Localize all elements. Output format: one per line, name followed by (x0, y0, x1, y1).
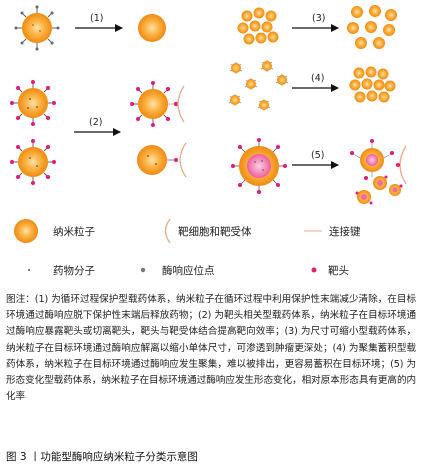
targeting-head-swatch (311, 267, 317, 273)
step-4-aggregation-system: (4) (228, 60, 396, 111)
legend-nanoparticle: 纳米粒子 (14, 219, 95, 243)
aggregated-particles (349, 66, 396, 103)
shape-changed-particles (350, 139, 407, 205)
particle-2a (10, 80, 56, 126)
legend-target-cell: 靶细胞和靶受体 (164, 218, 252, 244)
legend-targeting-head: 靶头 (311, 264, 349, 277)
step-3-label: (3) (312, 13, 325, 24)
legend-responsive-site-label: 酶响应位点 (162, 264, 215, 277)
step-4-label: (4) (311, 73, 324, 84)
figure-note: 图注：(1) 为循环过程保护型载药体系，纳米粒子在循环过程中利用保护性末端减少清… (6, 294, 416, 403)
scattered-spiky-particles (228, 60, 289, 111)
spherical-particle-5 (231, 138, 287, 194)
step-1-protective-system: (1) (14, 5, 166, 51)
legend-drug: 药物分子 (28, 264, 95, 277)
legend-linker: 连接键 (304, 225, 361, 238)
legend: 纳米粒子 靶细胞和靶受体 连接键 药物分子 酶响应位点 靶头 (14, 218, 361, 277)
step-5-label: (5) (311, 150, 324, 161)
enzyme-responsive-diagram: (1) (3) (10, 5, 407, 277)
cluster-particles (237, 7, 279, 45)
dispersed-particles (347, 5, 397, 49)
drug-swatch (28, 269, 30, 271)
figure-caption: 图 3 丨功能型酶响应纳米粒子分类示意图 (6, 451, 198, 463)
step-2-targeting-system: (2) (10, 80, 187, 185)
nanoparticle-swatch (14, 219, 38, 243)
responsive-site-swatch (140, 267, 146, 273)
step-3-size-shrinkable-system: (3) (237, 5, 397, 49)
legend-responsive-site: 酶响应位点 (140, 264, 215, 277)
legend-target-cell-label: 靶细胞和靶受体 (178, 225, 252, 238)
step-2-label: (2) (89, 117, 102, 128)
step-5-shape-changing-system: (5) (231, 138, 407, 205)
particle-2b-result (137, 142, 187, 178)
legend-targeting-head-label: 靶头 (328, 264, 349, 277)
legend-nanoparticle-label: 纳米粒子 (53, 225, 95, 238)
particle-2b (10, 139, 56, 185)
legend-drug-label: 药物分子 (53, 264, 95, 277)
protected-nanoparticle (14, 5, 60, 51)
legend-linker-label: 连接键 (329, 225, 361, 238)
target-cell-swatch (164, 218, 171, 244)
released-nanoparticle (138, 14, 166, 42)
particle-2a-result (130, 81, 185, 127)
step-1-label: (1) (90, 13, 103, 24)
